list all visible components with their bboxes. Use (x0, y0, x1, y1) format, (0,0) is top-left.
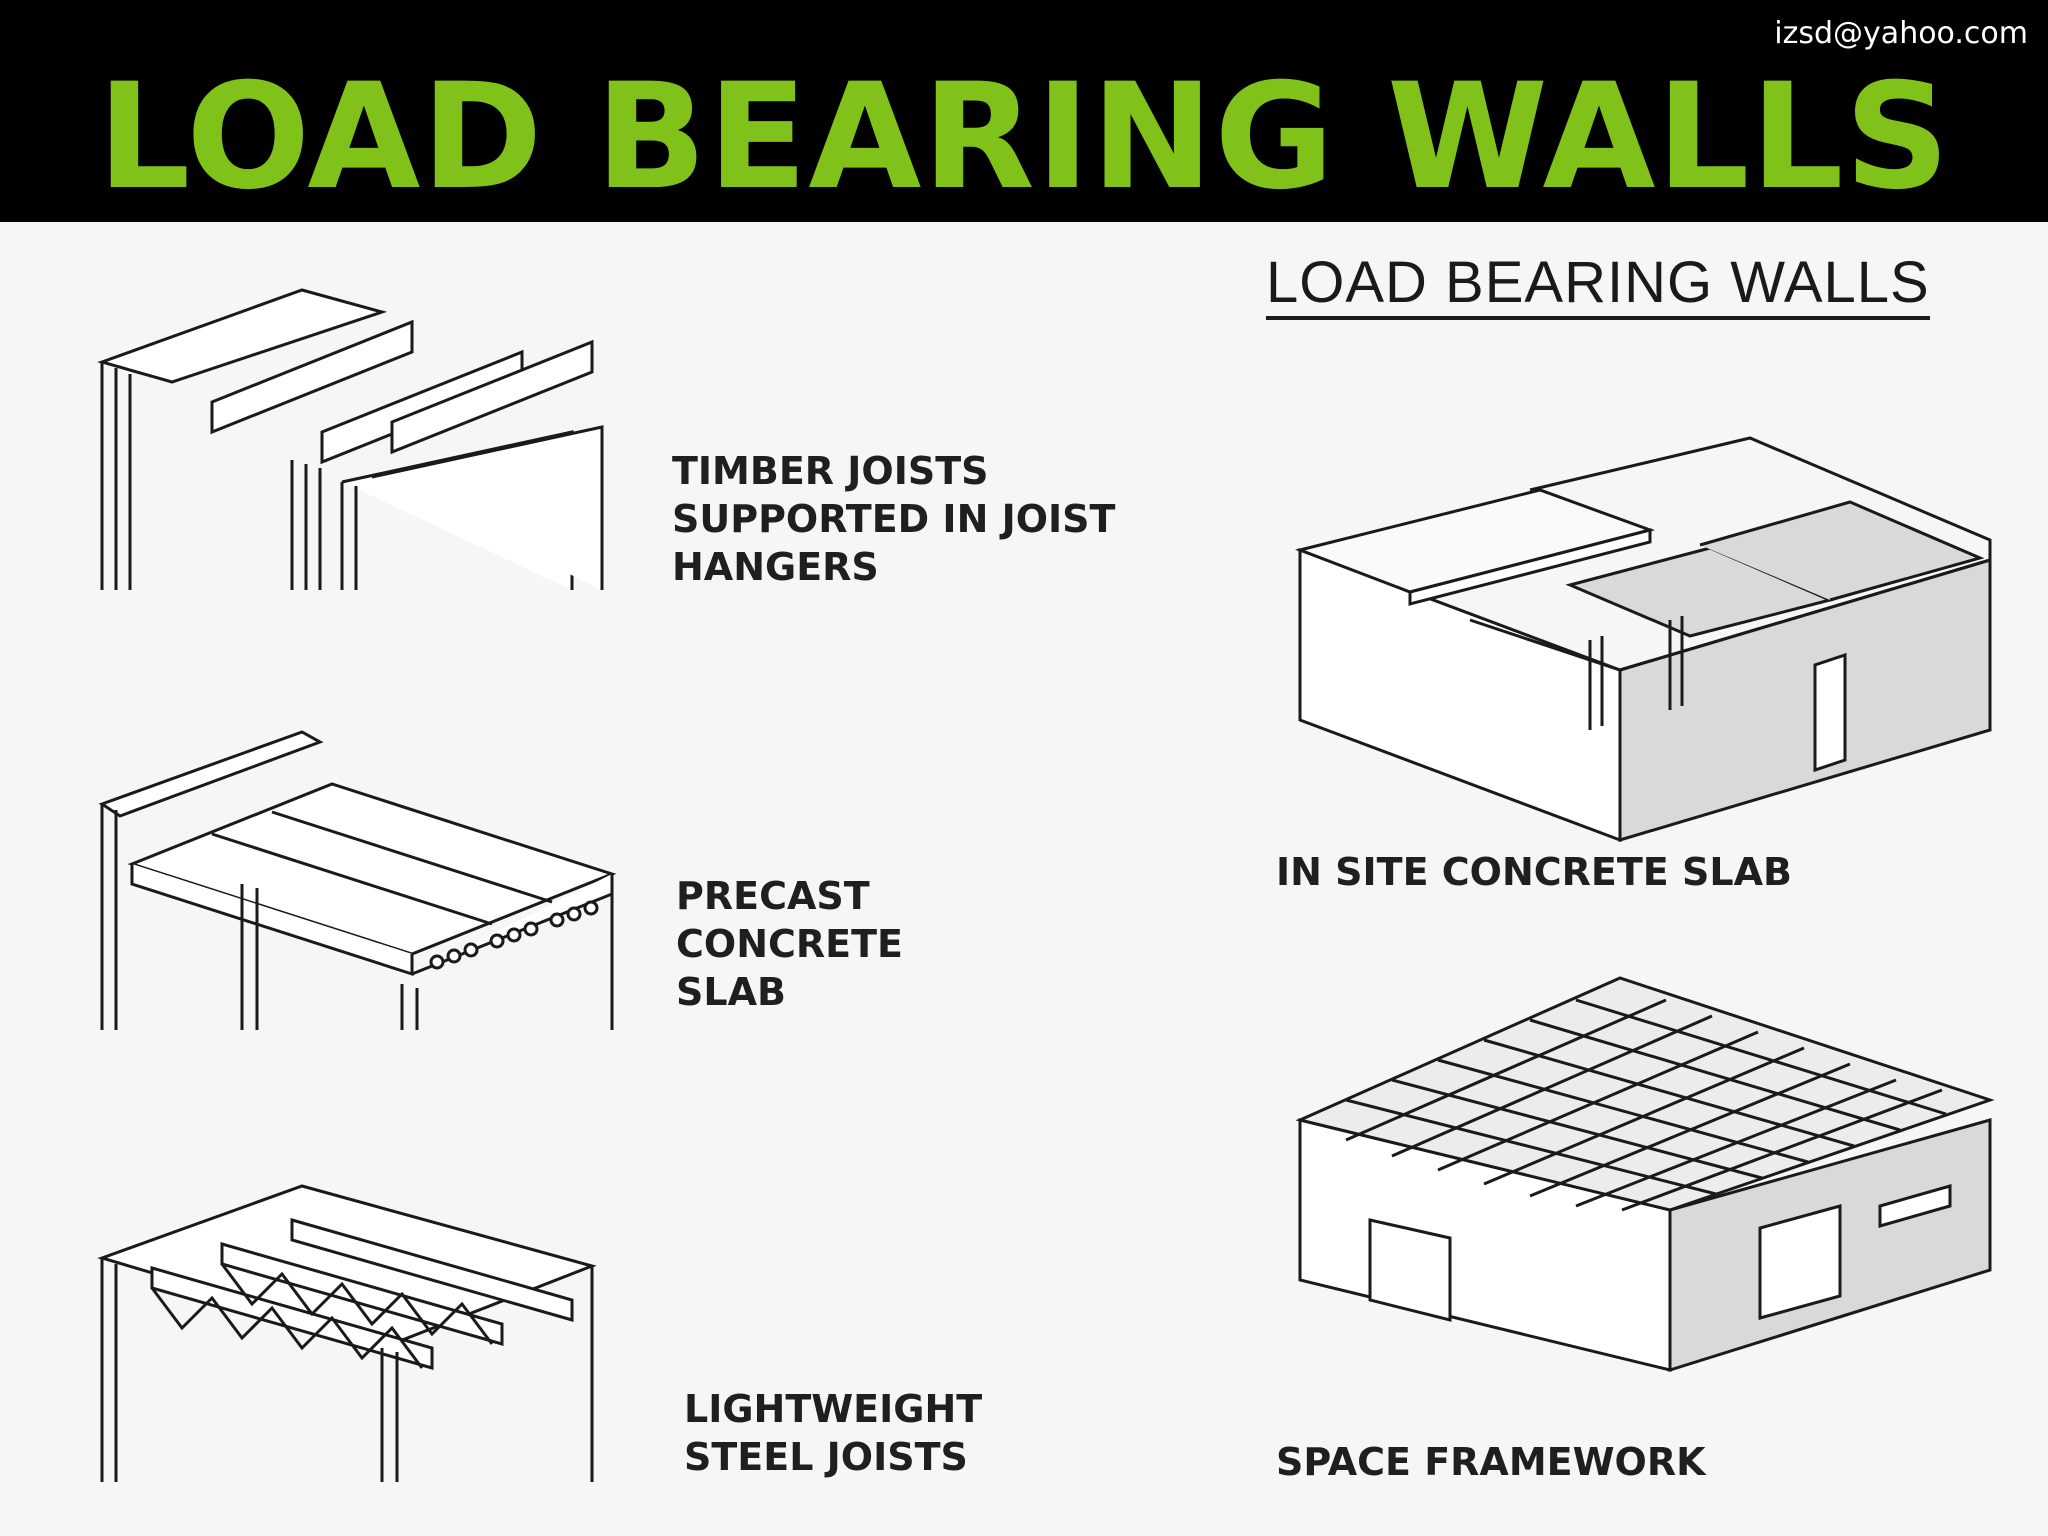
timber-joists-label: TIMBER JOISTS SUPPORTED IN JOIST HANGERS (672, 449, 1116, 589)
contact-email: izsd@yahoo.com (1774, 16, 2028, 51)
header-bar: izsd@yahoo.com LOAD BEARING WALLS (0, 0, 2048, 222)
insitu-slab-label: IN SITE CONCRETE SLAB (1276, 850, 1792, 894)
space-frame-label: SPACE FRAMEWORK (1276, 1440, 1706, 1484)
space-frame-drawing (1290, 970, 2010, 1380)
slide-title: LOAD BEARING WALLS (97, 52, 1951, 222)
steel-joists-label: LIGHTWEIGHT STEEL JOISTS (684, 1387, 983, 1479)
figure-heading: LOAD BEARING WALLS (1266, 252, 1930, 320)
steel-joists-drawing (92, 1178, 632, 1482)
precast-slab-drawing (92, 724, 632, 1030)
timber-joists-drawing (92, 282, 632, 590)
precast-slab-label: PRECAST CONCRETE SLAB (676, 874, 903, 1014)
insitu-slab-drawing (1290, 430, 2010, 850)
